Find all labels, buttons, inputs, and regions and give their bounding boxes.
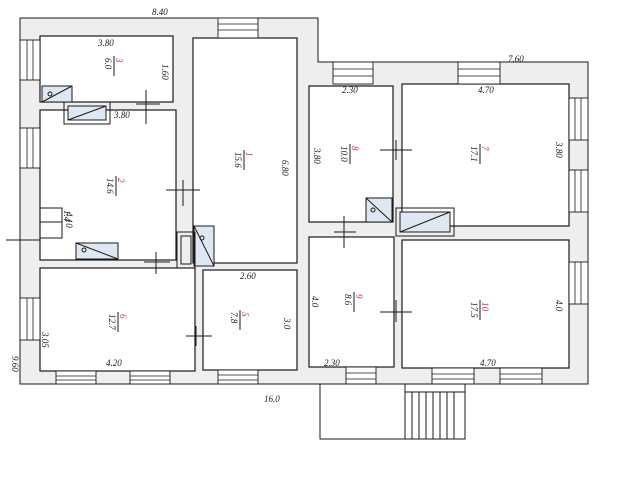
window-bottom-2 (129, 370, 171, 385)
room-5 (39, 109, 177, 261)
svg-text:7.8: 7.8 (229, 312, 239, 324)
dim-small-hall: 1.4 (62, 210, 72, 222)
dim-r1-lower: 3.80 (113, 110, 130, 120)
door-marks (6, 90, 412, 346)
room-label-9: 10 17.5 (469, 300, 490, 320)
svg-text:14.6: 14.6 (105, 178, 115, 194)
svg-text:15.6: 15.6 (233, 152, 243, 168)
room-label-7: 5 7.8 (229, 310, 250, 330)
svg-text:7: 7 (480, 146, 490, 151)
stove-room-3 (395, 207, 455, 237)
dim-r9-w: 4.70 (480, 358, 496, 368)
window-bottom-5 (431, 367, 475, 385)
window-right-3 (568, 261, 589, 305)
dim-r5-h: 4.10 (64, 212, 74, 228)
svg-text:9: 9 (354, 294, 364, 299)
dim-r6-h: 3.05 (40, 331, 50, 348)
dim-top-left: 8.40 (152, 7, 168, 17)
room-label-1: 3 6.0 (103, 56, 124, 76)
porch (319, 383, 466, 440)
closet (39, 207, 63, 239)
svg-text:2: 2 (116, 178, 126, 183)
window-right-1 (568, 97, 589, 141)
dim-r9-h: 4.0 (554, 300, 564, 312)
stove-room-5 (75, 242, 119, 260)
stove-hall (63, 101, 111, 125)
dim-r7-w: 2.60 (240, 271, 256, 281)
room-9 (401, 239, 570, 369)
svg-text:8.6: 8.6 (343, 294, 353, 306)
svg-text:10: 10 (480, 302, 490, 312)
dim-r8-h: 4.0 (310, 296, 320, 308)
dim-r6-w: 4.20 (106, 358, 122, 368)
window-right-2 (568, 169, 589, 213)
svg-text:6: 6 (118, 314, 128, 319)
room-8 (308, 236, 395, 368)
room-label-3: 7 17.1 (469, 144, 490, 164)
window-bottom-1 (55, 370, 97, 385)
room-label-2: 8 10.0 (339, 144, 360, 164)
svg-text:8: 8 (350, 146, 360, 151)
stove-room-4 (193, 225, 215, 267)
svg-text:1: 1 (244, 152, 254, 157)
stove-chimney (176, 231, 196, 269)
window-top-2 (332, 61, 374, 85)
room-label-5: 2 14.6 (105, 176, 126, 196)
window-left-1 (19, 39, 41, 81)
svg-text:17.1: 17.1 (469, 146, 479, 162)
window-top-3 (457, 61, 501, 85)
stove-room-2 (365, 197, 393, 223)
svg-text:6.0: 6.0 (103, 58, 113, 70)
dim-r2-h: 3.80 (312, 147, 322, 164)
dim-r3-w: 4.70 (478, 85, 494, 95)
window-bottom-3 (217, 369, 259, 385)
room-label-4: 1 15.6 (233, 150, 254, 170)
dim-left: 9.60 (10, 356, 20, 372)
window-left-2 (19, 127, 41, 169)
room-3 (401, 83, 570, 227)
room-label-6: 6 12.7 (107, 312, 128, 332)
dim-r3-h: 3.80 (554, 141, 564, 158)
svg-text:3: 3 (114, 57, 124, 63)
dim-top-right: 7.60 (508, 54, 524, 64)
dim-r1-w: 3.80 (97, 38, 114, 48)
window-bottom-4 (345, 366, 377, 385)
dim-r4-h: 6.80 (280, 160, 290, 176)
dim-r1-h: 1.60 (160, 64, 170, 80)
svg-text:10.0: 10.0 (339, 146, 349, 162)
window-top-1 (217, 17, 259, 39)
dim-r8-w: 2.30 (324, 358, 340, 368)
dim-r2-w: 2.30 (342, 85, 358, 95)
dim-r7-h: 3.0 (282, 317, 292, 330)
svg-text:5: 5 (240, 312, 250, 317)
window-left-3 (19, 297, 41, 341)
svg-text:17.5: 17.5 (469, 302, 479, 318)
window-bottom-6 (499, 367, 543, 385)
room-label-8: 9 8.6 (343, 292, 364, 312)
dim-bottom: 16.0 (264, 394, 280, 404)
svg-text:12.7: 12.7 (107, 314, 117, 330)
room-7 (202, 269, 298, 371)
stove-room-1 (41, 85, 73, 103)
